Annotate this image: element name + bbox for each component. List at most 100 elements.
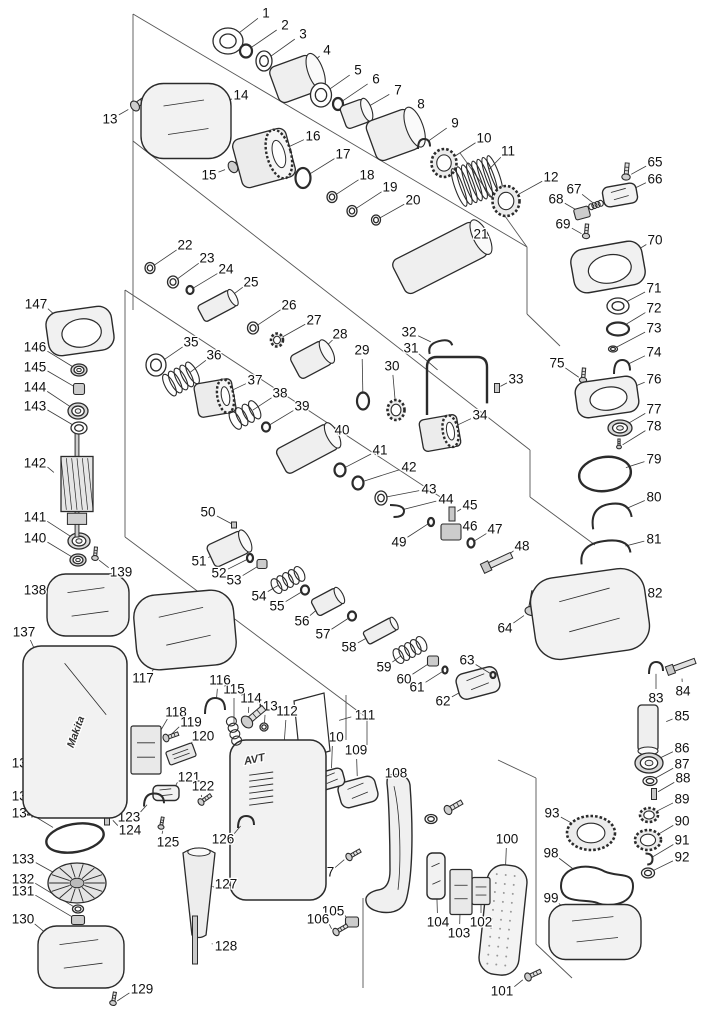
leader-line-35 xyxy=(163,346,183,361)
part-label-75: 75 xyxy=(549,356,564,371)
part-glyph-114 xyxy=(240,704,267,729)
part-glyph-121 xyxy=(152,784,180,802)
part-label-132: 132 xyxy=(12,872,35,887)
leader-line-61 xyxy=(425,671,443,683)
part-glyph-35 xyxy=(145,353,167,377)
leader-line-139 xyxy=(98,559,109,569)
leader-line-146 xyxy=(47,350,74,368)
part-glyph-78 xyxy=(616,438,622,450)
part-label-103: 103 xyxy=(448,926,471,941)
leader-line-19 xyxy=(355,191,382,209)
leader-line-101 xyxy=(514,979,524,988)
leader-line-145 xyxy=(47,370,76,388)
part-label-10: 10 xyxy=(476,131,491,146)
part-glyph-60 xyxy=(426,655,440,667)
leader-line-53 xyxy=(242,565,259,576)
part-glyph-145 xyxy=(72,382,86,396)
part-glyph-44 xyxy=(389,504,406,518)
leader-line-24 xyxy=(192,273,218,289)
part-label-100: 100 xyxy=(496,832,519,847)
part-label-7: 7 xyxy=(394,83,402,98)
leader-line-45 xyxy=(457,508,462,512)
part-glyph-83 xyxy=(648,660,664,675)
part-glyph-113 xyxy=(259,722,269,732)
part-label-140: 140 xyxy=(24,531,47,546)
part-glyph-42 xyxy=(351,475,365,491)
part-glyph-128 xyxy=(192,915,198,965)
part-label-37: 37 xyxy=(247,373,262,388)
part-glyph-105 xyxy=(344,916,360,928)
part-glyph-43 xyxy=(374,490,388,506)
part-label-116: 116 xyxy=(209,673,231,688)
part-label-11: 11 xyxy=(501,144,515,159)
leader-line-85 xyxy=(666,718,673,722)
unlabeled-part-glyph xyxy=(424,813,438,825)
part-glyph-129 xyxy=(109,991,118,1007)
part-glyph-81 xyxy=(580,539,632,565)
part-label-90: 90 xyxy=(674,814,689,829)
part-glyph-142 xyxy=(60,430,94,538)
part-glyph-133 xyxy=(47,862,107,904)
leader-line-17 xyxy=(309,158,335,175)
part-glyph-73 xyxy=(607,345,619,353)
part-glyph-87 xyxy=(642,775,658,787)
part-label-142: 142 xyxy=(24,456,47,471)
part-label-83: 83 xyxy=(648,691,663,706)
part-label-98: 98 xyxy=(543,846,558,861)
part-label-73: 73 xyxy=(646,321,661,336)
leader-line-86 xyxy=(659,751,674,759)
leader-line-127 xyxy=(212,885,215,888)
part-label-17: 17 xyxy=(335,147,350,162)
part-glyph-14 xyxy=(140,82,232,160)
leader-line-124 xyxy=(112,820,119,826)
part-glyph-20 xyxy=(370,214,382,226)
part-label-6: 6 xyxy=(372,72,380,87)
part-glyph-57 xyxy=(346,610,358,622)
leader-line-107 xyxy=(334,859,345,868)
part-glyph-21 xyxy=(392,219,493,295)
part-glyph-63 xyxy=(489,670,497,680)
leader-line-134 xyxy=(35,816,54,828)
part-glyph-54 xyxy=(270,565,306,595)
part-glyph-53 xyxy=(256,558,268,570)
part-label-58: 58 xyxy=(341,640,356,655)
part-glyph-98 xyxy=(559,865,635,906)
part-label-147: 147 xyxy=(25,297,48,312)
part-glyph-71 xyxy=(606,297,630,315)
leader-line-133 xyxy=(35,862,55,874)
part-label-115: 115 xyxy=(223,682,245,697)
part-glyph-32 xyxy=(428,339,454,355)
part-label-59: 59 xyxy=(376,660,391,675)
part-label-8: 8 xyxy=(417,97,425,112)
part-glyph-61 xyxy=(441,665,449,675)
leader-line-57 xyxy=(331,617,350,630)
part-glyph-39 xyxy=(260,421,272,433)
leader-line-9 xyxy=(427,127,447,142)
part-glyph-99 xyxy=(548,903,642,961)
part-label-60: 60 xyxy=(396,672,411,687)
part-label-88: 88 xyxy=(675,771,690,786)
part-label-56: 56 xyxy=(294,614,309,629)
part-glyph-127 xyxy=(182,847,216,939)
part-label-33: 33 xyxy=(508,372,523,387)
part-glyph-28 xyxy=(290,339,336,379)
leader-line-98 xyxy=(558,857,573,869)
part-glyph-147 xyxy=(45,305,115,357)
part-glyph-70 xyxy=(570,240,646,294)
part-glyph-16 xyxy=(232,127,296,189)
leader-line-91 xyxy=(652,844,674,858)
part-glyph-69 xyxy=(581,223,591,240)
part-glyph-45 xyxy=(448,506,456,522)
part-label-120: 120 xyxy=(192,729,215,744)
part-label-85: 85 xyxy=(674,709,689,724)
part-label-118: 118 xyxy=(165,705,187,720)
leader-line-26 xyxy=(257,309,281,326)
part-label-108: 108 xyxy=(385,766,408,781)
part-label-91: 91 xyxy=(674,833,689,848)
part-glyph-106 xyxy=(332,923,349,937)
part-label-22: 22 xyxy=(177,238,192,253)
part-label-122: 122 xyxy=(192,779,215,794)
part-label-32: 32 xyxy=(401,325,416,340)
leader-line-106 xyxy=(328,924,332,929)
part-glyph-49 xyxy=(426,516,436,528)
